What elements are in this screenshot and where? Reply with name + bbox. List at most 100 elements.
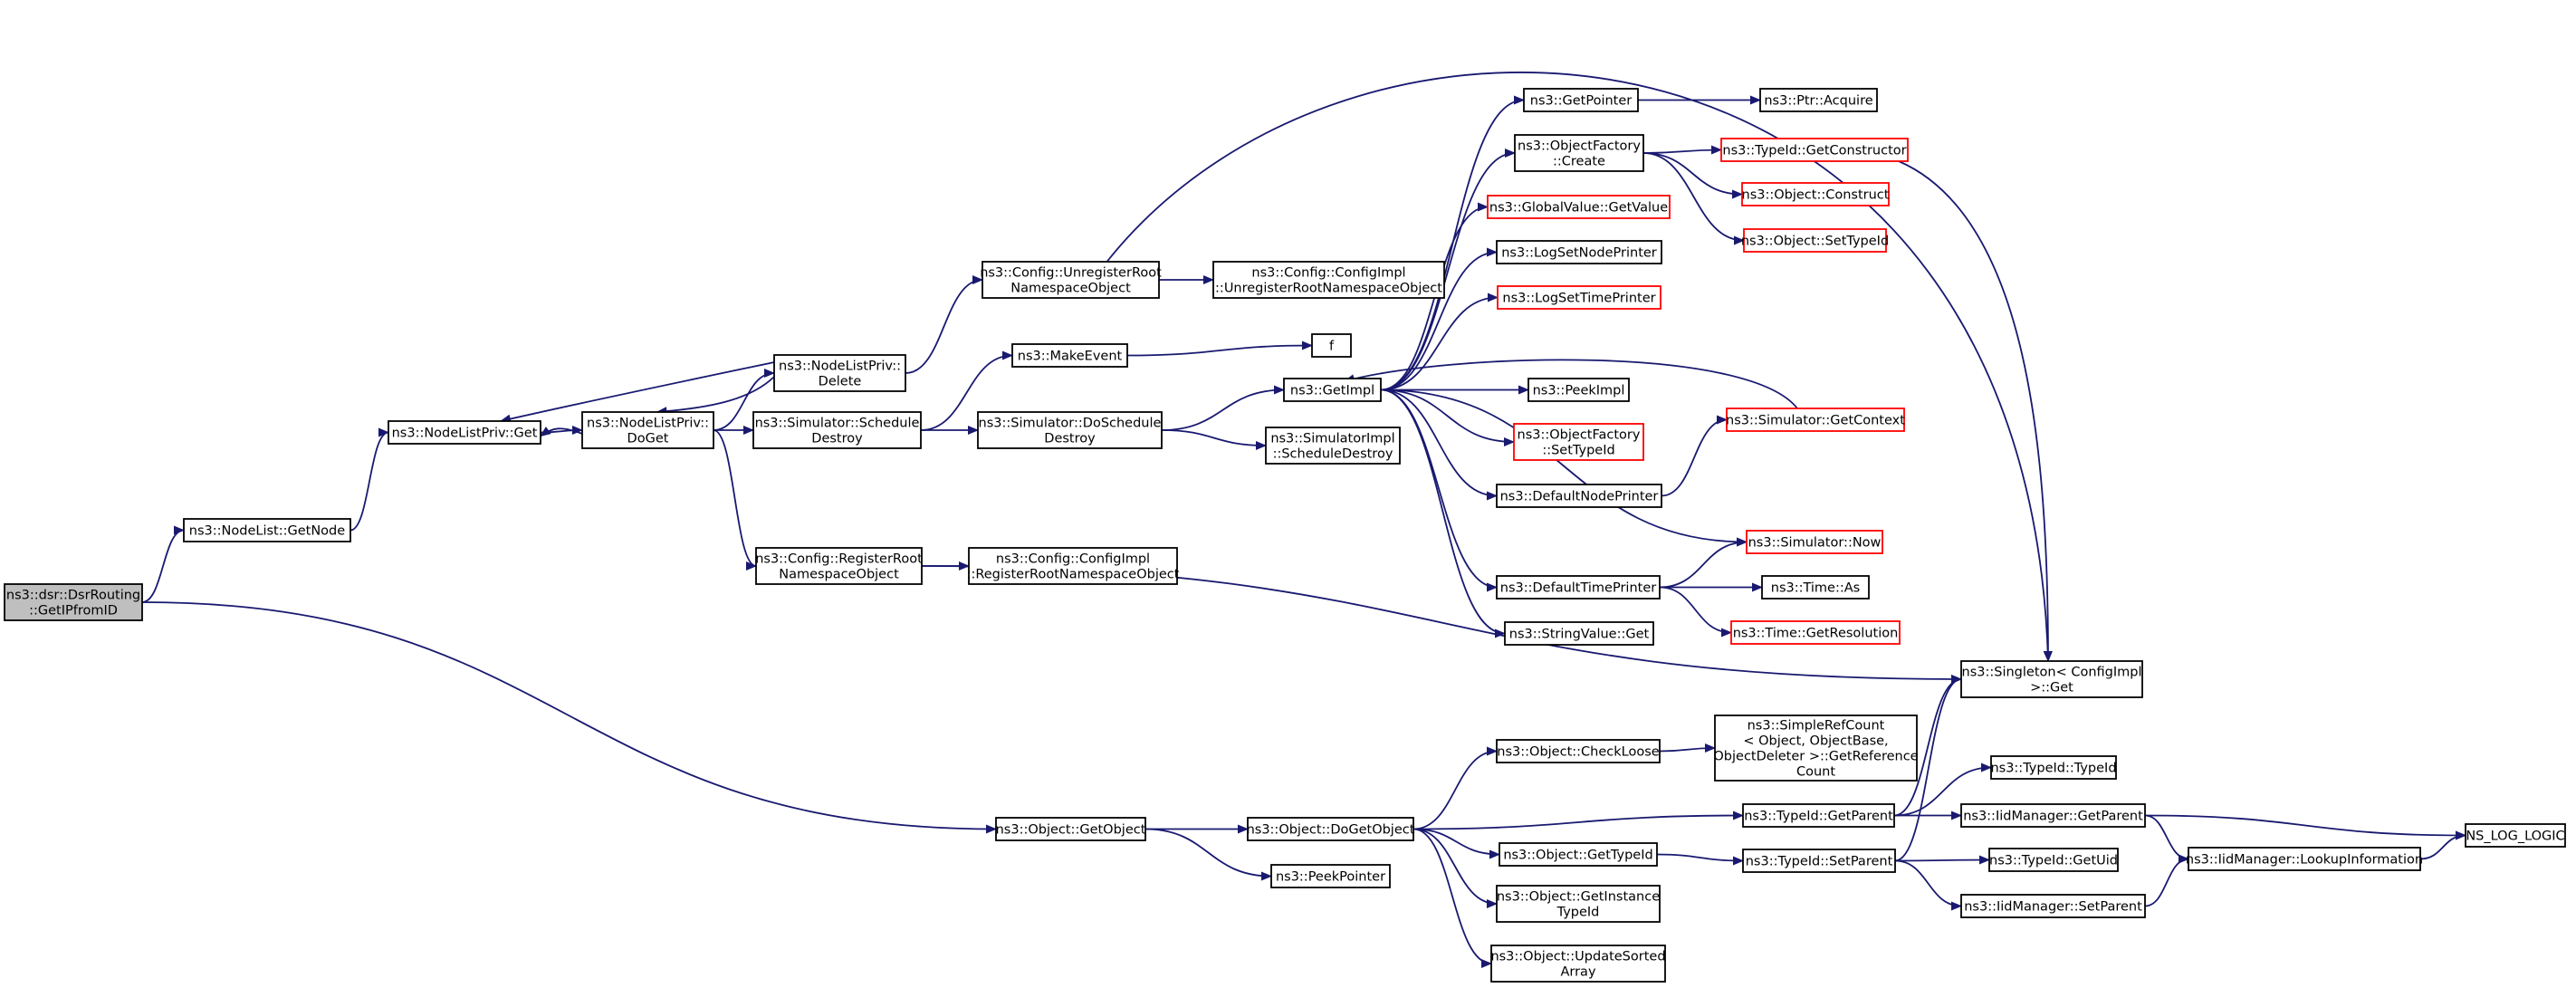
- edge-getimpl-to-logtime: [1380, 293, 1499, 391]
- node-tidctor[interactable]: ns3::TypeId::GetConstructor: [1720, 138, 1909, 162]
- node-objgettid[interactable]: ns3::Object::GetTypeId: [1499, 842, 1658, 867]
- node-dogetobject[interactable]: ns3::Object::DoGetObject: [1247, 817, 1415, 841]
- node-getpointer[interactable]: ns3::GetPointer: [1523, 88, 1639, 112]
- node-box: [752, 411, 922, 449]
- node-timeres[interactable]: ns3::Time::GetResolution: [1730, 620, 1901, 645]
- node-singleton[interactable]: ns3::Singleton< ConfigImpl >::Get: [1960, 660, 2143, 698]
- node-label: ns3::DefaultTimePrinter: [1500, 581, 1656, 596]
- node-tidgetuid[interactable]: ns3::TypeId::GetUid: [1988, 848, 2119, 872]
- node-strget[interactable]: ns3::StringValue::Get: [1504, 621, 1654, 646]
- node-objsettid[interactable]: ns3::Object::SetTypeId: [1741, 228, 1889, 253]
- node-label: ns3::Config::ConfigImpl: [1251, 266, 1405, 281]
- node-simnow[interactable]: ns3::Simulator::Now: [1746, 530, 1883, 554]
- node-label: Destroy: [811, 432, 863, 446]
- node-deftime[interactable]: ns3::DefaultTimePrinter: [1496, 575, 1661, 600]
- node-box: [1990, 755, 2117, 780]
- node-schedDestroy[interactable]: ns3::Simulator::ScheduleDestroy: [752, 411, 922, 449]
- edge-getimpl-to-strget: [1380, 388, 1506, 638]
- node-label: ::UnregisterRootNamespaceObject: [1215, 282, 1442, 296]
- node-cfgunreg[interactable]: ns3::Config::ConfigImpl::UnregisterRootN…: [1212, 261, 1445, 299]
- node-unregroot[interactable]: ns3::Config::UnregisterRootNamespaceObje…: [980, 261, 1162, 299]
- node-box: [1513, 423, 1644, 461]
- node-label: ns3::TypeId::GetUid: [1989, 854, 2118, 868]
- node-label: ns3::Time::As: [1771, 581, 1860, 596]
- node-objconstruct[interactable]: ns3::Object::Construct: [1741, 182, 1890, 206]
- node-label: Destroy: [1044, 432, 1096, 446]
- node-label: NamespaceObject: [779, 568, 899, 582]
- node-box: [1311, 333, 1352, 358]
- node-box: [755, 547, 923, 585]
- edge-ofcreate-to-objsettid: [1642, 152, 1745, 245]
- node-box: [1212, 261, 1445, 299]
- node-lookupinfo[interactable]: ns3::IidManager::LookupInformation: [2186, 847, 2423, 871]
- node-box: [968, 547, 1178, 585]
- edge-tidctor-to-singleton: [1898, 160, 2053, 662]
- node-ofcreate[interactable]: ns3::ObjectFactory::Create: [1514, 134, 1644, 172]
- node-doget[interactable]: ns3::NodeListPriv::DoGet: [581, 411, 714, 449]
- node-label: ns3::IidManager::LookupInformation: [2186, 853, 2423, 868]
- node-label: ns3::StringValue::Get: [1509, 628, 1650, 642]
- edge-tidsetparent-to-iidsetparent: [1894, 859, 1962, 911]
- node-ofsettid[interactable]: ns3::ObjectFactory::SetTypeId: [1513, 423, 1644, 461]
- node-label: ns3::NodeListPriv::Get: [392, 427, 538, 441]
- node-label: ns3::Time::GetResolution: [1733, 627, 1899, 641]
- node-tidsetparent[interactable]: ns3::TypeId::SetParent: [1742, 849, 1896, 873]
- node-getimpl[interactable]: ns3::GetImpl: [1283, 378, 1382, 402]
- node-label: ::Create: [1553, 155, 1605, 169]
- node-box: [1720, 138, 1909, 162]
- node-box: [2188, 847, 2421, 871]
- edges-layer: [141, 72, 2466, 968]
- node-label: ns3::NodeList::GetNode: [189, 524, 345, 539]
- node-delete[interactable]: ns3::NodeListPriv::Delete: [773, 354, 906, 392]
- node-iidsetparent[interactable]: ns3::IidManager::SetParent: [1960, 894, 2146, 918]
- node-label: ns3::NodeListPriv::: [587, 417, 709, 431]
- node-iidgetparent[interactable]: ns3::IidManager::GetParent: [1960, 803, 2146, 828]
- node-simImplSched[interactable]: ns3::SimulatorImpl::ScheduleDestroy: [1265, 427, 1401, 465]
- node-label: ns3::Singleton< ConfigImpl: [1962, 666, 2142, 680]
- edge-deftime-to-timeres: [1659, 586, 1732, 638]
- node-label: ns3::Object::GetInstance: [1497, 890, 1660, 905]
- node-box: [977, 411, 1163, 449]
- node-lognode[interactable]: ns3::LogSetNodePrinter: [1496, 240, 1662, 264]
- node-box: [581, 411, 714, 449]
- edge-dogetobject-to-tidgetparent: [1412, 811, 1744, 830]
- node-label: ns3::ObjectFactory: [1518, 139, 1641, 154]
- node-ptracq[interactable]: ns3::Ptr::Acquire: [1759, 88, 1878, 112]
- node-getobject[interactable]: ns3::Object::GetObject: [995, 817, 1146, 841]
- node-label: ns3::TypeId::GetConstructor: [1722, 144, 1906, 158]
- edge-doget-to-delete: [713, 369, 775, 431]
- node-checkloose[interactable]: ns3::Object::CheckLoose: [1496, 739, 1661, 763]
- node-logtime[interactable]: ns3::LogSetTimePrinter: [1497, 285, 1661, 310]
- edge-simctx-to-getimpl: [1344, 359, 1798, 409]
- node-label: ns3::MakeEvent: [1018, 350, 1123, 364]
- node-getnode[interactable]: ns3::NodeList::GetNode: [183, 518, 351, 542]
- node-box: [183, 518, 351, 542]
- node-gvget[interactable]: ns3::GlobalValue::GetValue: [1487, 195, 1671, 219]
- node-nlpget[interactable]: ns3::NodeListPriv::Get: [388, 420, 541, 445]
- node-peekptr[interactable]: ns3::PeekPointer: [1270, 864, 1391, 888]
- node-label: ns3::dsr::DsrRouting: [6, 589, 140, 603]
- node-simctx[interactable]: ns3::Simulator::GetContext: [1726, 408, 1905, 432]
- edge-schedDestroy-to-makeevent: [920, 350, 1013, 431]
- edge-getimpl-to-ofcreate: [1380, 149, 1516, 391]
- node-tidtypeid[interactable]: ns3::TypeId::TypeId: [1990, 755, 2117, 780]
- node-peekimpl[interactable]: ns3::PeekImpl: [1527, 378, 1630, 402]
- node-refcount[interactable]: ns3::SimpleRefCount< Object, ObjectBase,…: [1713, 715, 1919, 782]
- edge-delete-to-nlpget: [500, 361, 775, 424]
- node-defnode[interactable]: ns3::DefaultNodePrinter: [1496, 484, 1662, 508]
- node-label: ns3::LogSetNodePrinter: [1501, 246, 1657, 261]
- node-label: ns3::SimpleRefCount: [1748, 719, 1885, 734]
- edge-iidgetparent-to-nslog: [2144, 814, 2466, 840]
- node-tidgetparent[interactable]: ns3::TypeId::GetParent: [1742, 803, 1895, 828]
- edge-makeevent-to-f: [1126, 341, 1313, 357]
- node-nslog[interactable]: NS_LOG_LOGIC: [2465, 823, 2566, 848]
- node-makeevent[interactable]: ns3::MakeEvent: [1011, 343, 1128, 368]
- node-timeas[interactable]: ns3::Time::As: [1761, 575, 1870, 600]
- node-regroot[interactable]: ns3::Config::RegisterRootNamespaceObject: [755, 547, 923, 585]
- node-box: [1247, 817, 1414, 841]
- node-cfgreg[interactable]: ns3::Config::ConfigImpl::RegisterRootNam…: [967, 547, 1180, 585]
- node-f[interactable]: f: [1311, 333, 1352, 358]
